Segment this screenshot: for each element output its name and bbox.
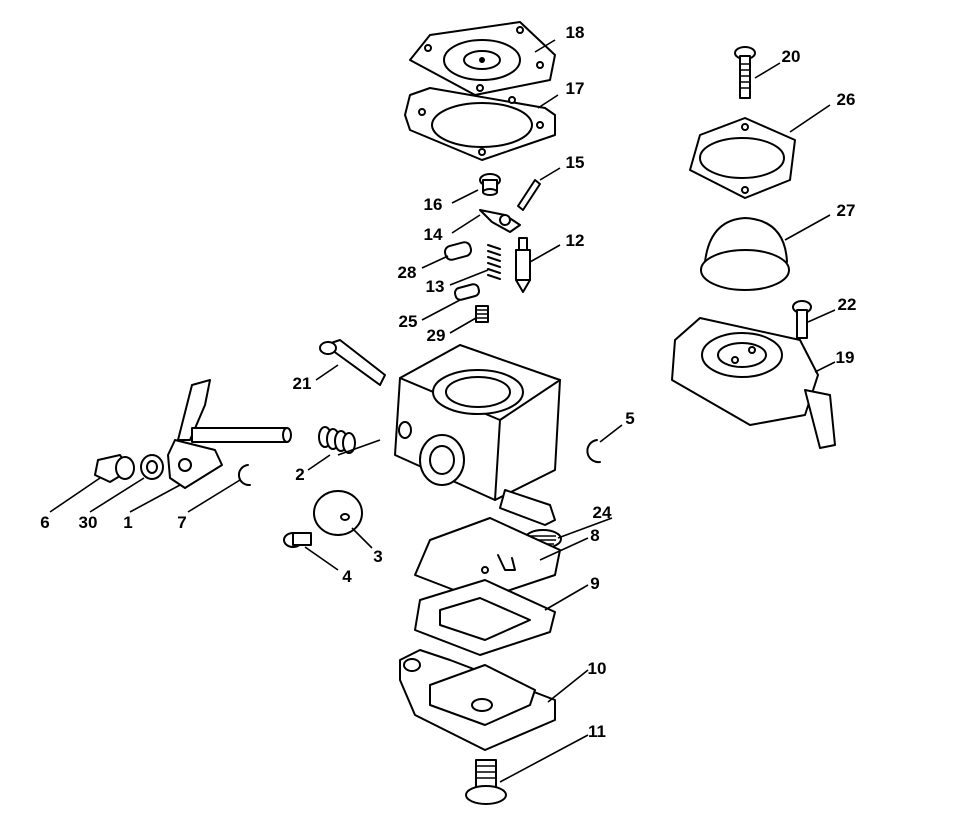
part-1-throttle-shaft bbox=[167, 379, 292, 489]
callout-22: 22 bbox=[838, 295, 857, 314]
callout-28: 28 bbox=[398, 263, 417, 282]
part-3-throttle-plate bbox=[313, 490, 363, 536]
carburetor-body bbox=[394, 344, 561, 526]
callout-1: 1 bbox=[123, 513, 132, 532]
callout-labels: 18 17 15 16 14 12 28 13 25 29 21 2 5 6 3… bbox=[40, 23, 856, 741]
part-27-primer-bulb bbox=[700, 217, 790, 291]
callout-15: 15 bbox=[566, 153, 585, 172]
part-7-clip bbox=[238, 464, 251, 487]
part-21-shaft bbox=[319, 339, 386, 386]
part-8-plate bbox=[414, 517, 561, 601]
part-13-spring bbox=[487, 244, 501, 280]
callout-26: 26 bbox=[837, 90, 856, 109]
part-19-pump-housing bbox=[671, 317, 836, 449]
callout-12: 12 bbox=[566, 231, 585, 250]
callout-8: 8 bbox=[590, 526, 599, 545]
callout-30: 30 bbox=[79, 513, 98, 532]
part-6-bushing bbox=[94, 454, 135, 483]
callout-19: 19 bbox=[836, 348, 855, 367]
callout-7: 7 bbox=[177, 513, 186, 532]
part-26-flange bbox=[689, 117, 796, 199]
part-18-diaphragm bbox=[409, 21, 556, 96]
part-10-cover bbox=[399, 649, 556, 751]
part-12-inlet-needle bbox=[515, 237, 531, 293]
callout-2: 2 bbox=[295, 465, 304, 484]
callout-25: 25 bbox=[399, 312, 418, 331]
callout-4: 4 bbox=[342, 567, 352, 586]
part-17-gasket bbox=[404, 87, 556, 161]
callout-9: 9 bbox=[590, 574, 599, 593]
callout-20: 20 bbox=[782, 47, 801, 66]
callout-5: 5 bbox=[625, 409, 634, 428]
callout-3: 3 bbox=[373, 547, 382, 566]
part-29-screw bbox=[475, 305, 489, 323]
part-22-screw bbox=[792, 300, 812, 339]
callout-21: 21 bbox=[293, 374, 312, 393]
callout-17: 17 bbox=[566, 79, 585, 98]
part-25-flap bbox=[453, 283, 481, 301]
part-28-flap bbox=[443, 241, 473, 261]
callout-18: 18 bbox=[566, 23, 585, 42]
part-14-control-lever bbox=[479, 209, 521, 233]
part-20-screw bbox=[734, 46, 756, 99]
part-5-clip bbox=[586, 439, 601, 464]
callout-11: 11 bbox=[588, 722, 606, 741]
part-15-pin bbox=[517, 179, 541, 211]
callout-24: 24 bbox=[593, 503, 612, 522]
part-30-washer bbox=[140, 454, 164, 480]
callout-16: 16 bbox=[424, 195, 443, 214]
part-2-spring bbox=[318, 426, 356, 454]
callout-13: 13 bbox=[426, 277, 445, 296]
leader-lines bbox=[49, 39, 836, 783]
part-16-screw bbox=[479, 173, 501, 196]
part-11-screw bbox=[465, 759, 507, 805]
callout-29: 29 bbox=[427, 326, 446, 345]
callout-6: 6 bbox=[40, 513, 49, 532]
part-4-screw bbox=[283, 532, 312, 548]
callout-10: 10 bbox=[588, 659, 607, 678]
part-9-gasket bbox=[414, 579, 556, 656]
callout-14: 14 bbox=[424, 225, 443, 244]
callout-27: 27 bbox=[837, 201, 856, 220]
